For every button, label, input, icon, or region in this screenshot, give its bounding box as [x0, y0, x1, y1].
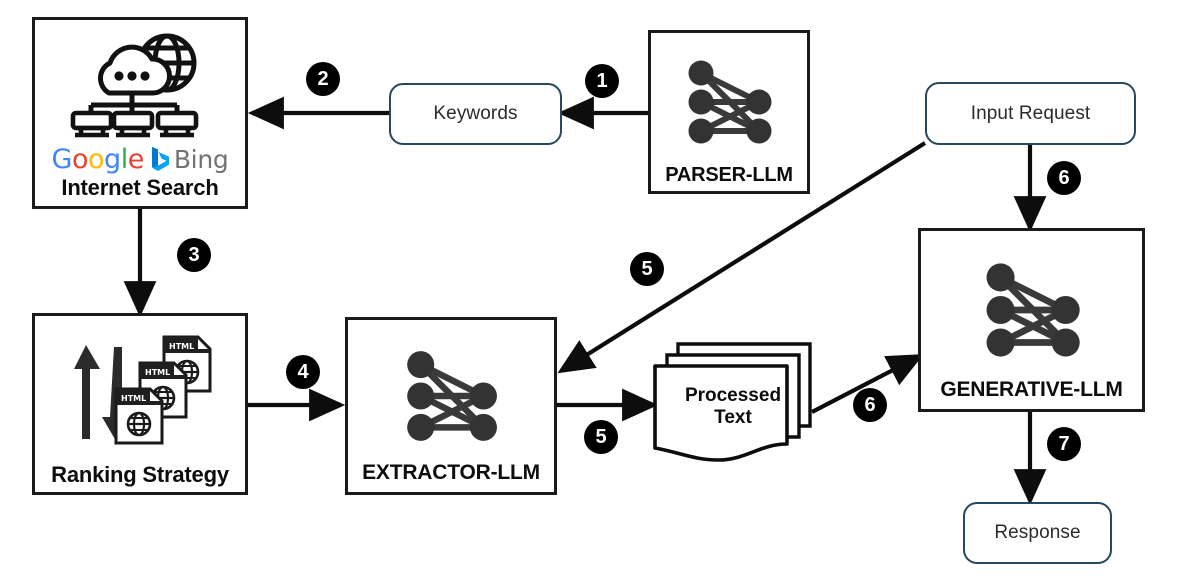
extractor-llm-caption: EXTRACTOR-LLM [362, 460, 540, 484]
step-badge-6: 6 [1047, 161, 1081, 195]
input-request-label: Input Request [970, 102, 1091, 124]
step-badge-4: 4 [286, 355, 320, 389]
parser-llm-caption: PARSER-LLM [665, 164, 793, 186]
step-badge-6: 6 [853, 388, 887, 422]
bing-wordmark: Bing [173, 144, 229, 174]
step-badge-1: 1 [585, 64, 619, 98]
node-response[interactable]: Response [963, 502, 1112, 564]
cloud-network-globe-icon [41, 28, 239, 146]
svg-text:HTML: HTML [145, 368, 170, 377]
node-parser-llm[interactable]: PARSER-LLM [648, 30, 810, 194]
step-badge-7: 7 [1047, 427, 1081, 461]
node-keywords[interactable]: Keywords [389, 83, 562, 145]
document-stack-icon [653, 342, 812, 462]
svg-text:HTML: HTML [121, 394, 146, 403]
step-badge-3: 3 [177, 238, 211, 272]
google-logo: Google [51, 143, 145, 175]
svg-text:HTML: HTML [169, 342, 194, 351]
step-badge-2: 2 [306, 62, 340, 96]
node-ranking-strategy[interactable]: HTML HTML [32, 313, 248, 495]
node-internet-search[interactable]: Google Bing Internet Search [32, 17, 248, 209]
neural-network-icon [655, 39, 803, 165]
node-processed-text[interactable]: Processed Text [650, 340, 816, 474]
node-extractor-llm[interactable]: EXTRACTOR-LLM [345, 317, 557, 495]
node-input-request[interactable]: Input Request [925, 82, 1136, 145]
neural-network-icon [925, 241, 1138, 379]
bing-logo-icon [150, 146, 170, 172]
response-label: Response [994, 522, 1081, 543]
neural-network-icon [352, 330, 550, 462]
keywords-label: Keywords [433, 103, 518, 124]
internet-search-caption: Internet Search [61, 174, 219, 200]
step-badge-5: 5 [630, 252, 664, 286]
step-badge-5: 5 [584, 420, 618, 454]
sort-html-documents-icon: HTML HTML [41, 324, 239, 463]
search-engine-logos: Google Bing [41, 146, 239, 173]
generative-llm-caption: GENERATIVE-LLM [940, 377, 1123, 401]
node-generative-llm[interactable]: GENERATIVE-LLM [918, 228, 1145, 412]
ranking-strategy-caption: Ranking Strategy [51, 461, 229, 487]
